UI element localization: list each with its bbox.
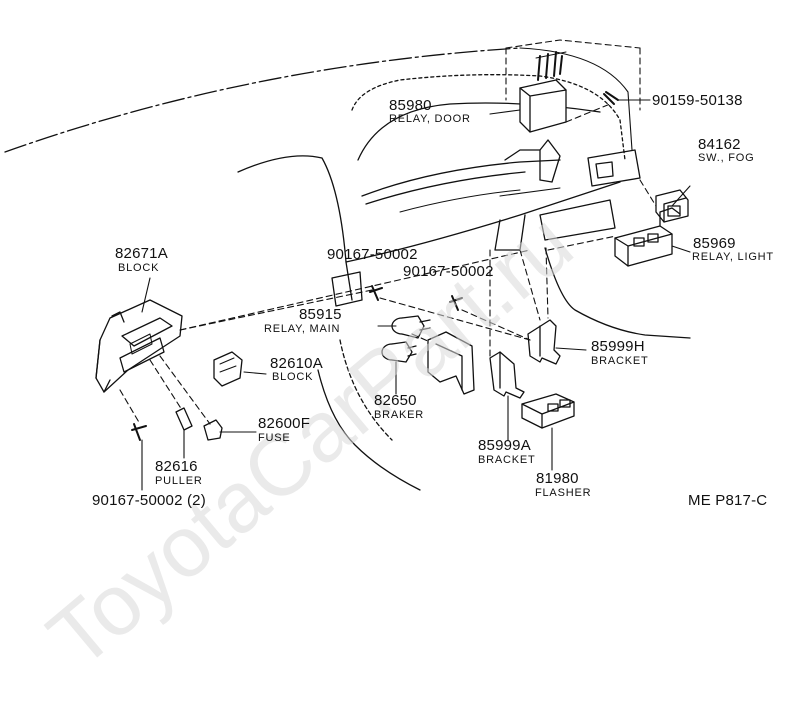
callout-90167c-number: 90167-50002 (2) [92,492,206,509]
callout-82600f-number: 82600F [258,415,311,432]
callout-85969-name: RELAY, LIGHT [692,251,774,263]
callout-85980-name: RELAY, DOOR [389,113,471,125]
callout-85999h-name: BRACKET [591,355,649,367]
callout-82650-name: BRAKER [374,409,425,421]
callout-90167a-number: 90167-50002 [327,246,418,263]
callout-82600f-name: FUSE [258,432,291,444]
small-block-part [213,351,243,387]
dashed-guides [119,39,657,425]
bolt-parts [131,285,463,441]
main-relay-part [391,315,431,339]
braker-part [381,341,417,363]
fuse-part [203,419,223,441]
callout-82616-number: 82616 [155,458,198,475]
callout-81980-number: 81980 [536,470,579,487]
figure-code: ME P817-C [688,492,768,509]
callout-84162-name: SW., FOG [698,152,755,164]
callout-90159-number: 90159-50138 [652,92,743,109]
callout-85999h-number: 85999H [591,338,645,355]
callout-82650-number: 82650 [374,392,417,409]
callout-82616-name: PULLER [155,475,203,487]
fuse-puller-part [175,407,193,431]
leader-lines [141,99,691,491]
callout-85999a-number: 85999A [478,437,531,454]
relay-light-part [614,207,681,267]
main-bracket-part [427,331,475,395]
screw-90159 [603,91,619,105]
callout-85980-number: 85980 [389,97,432,114]
relay-door-part [519,51,567,133]
callout-82610a-name: BLOCK [272,371,314,383]
bracket-85999a-part [489,351,525,399]
callout-84162-number: 84162 [698,136,741,153]
callout-81980-name: FLASHER [535,487,592,499]
junction-block-part [95,299,183,393]
dashboard-outline [4,47,691,491]
callout-85999a-name: BRACKET [478,454,536,466]
bracket-85999h-part [527,319,561,365]
callout-82671a-number: 82671A [115,245,168,262]
callout-85915-name: RELAY, MAIN [264,323,341,335]
callout-82610a-number: 82610A [270,355,323,372]
callout-90167b-number: 90167-50002 [403,263,494,280]
callout-85915-number: 85915 [299,306,342,323]
callout-85969-number: 85969 [693,235,736,252]
callout-82671a-name: BLOCK [118,262,160,274]
flasher-part [521,393,575,429]
